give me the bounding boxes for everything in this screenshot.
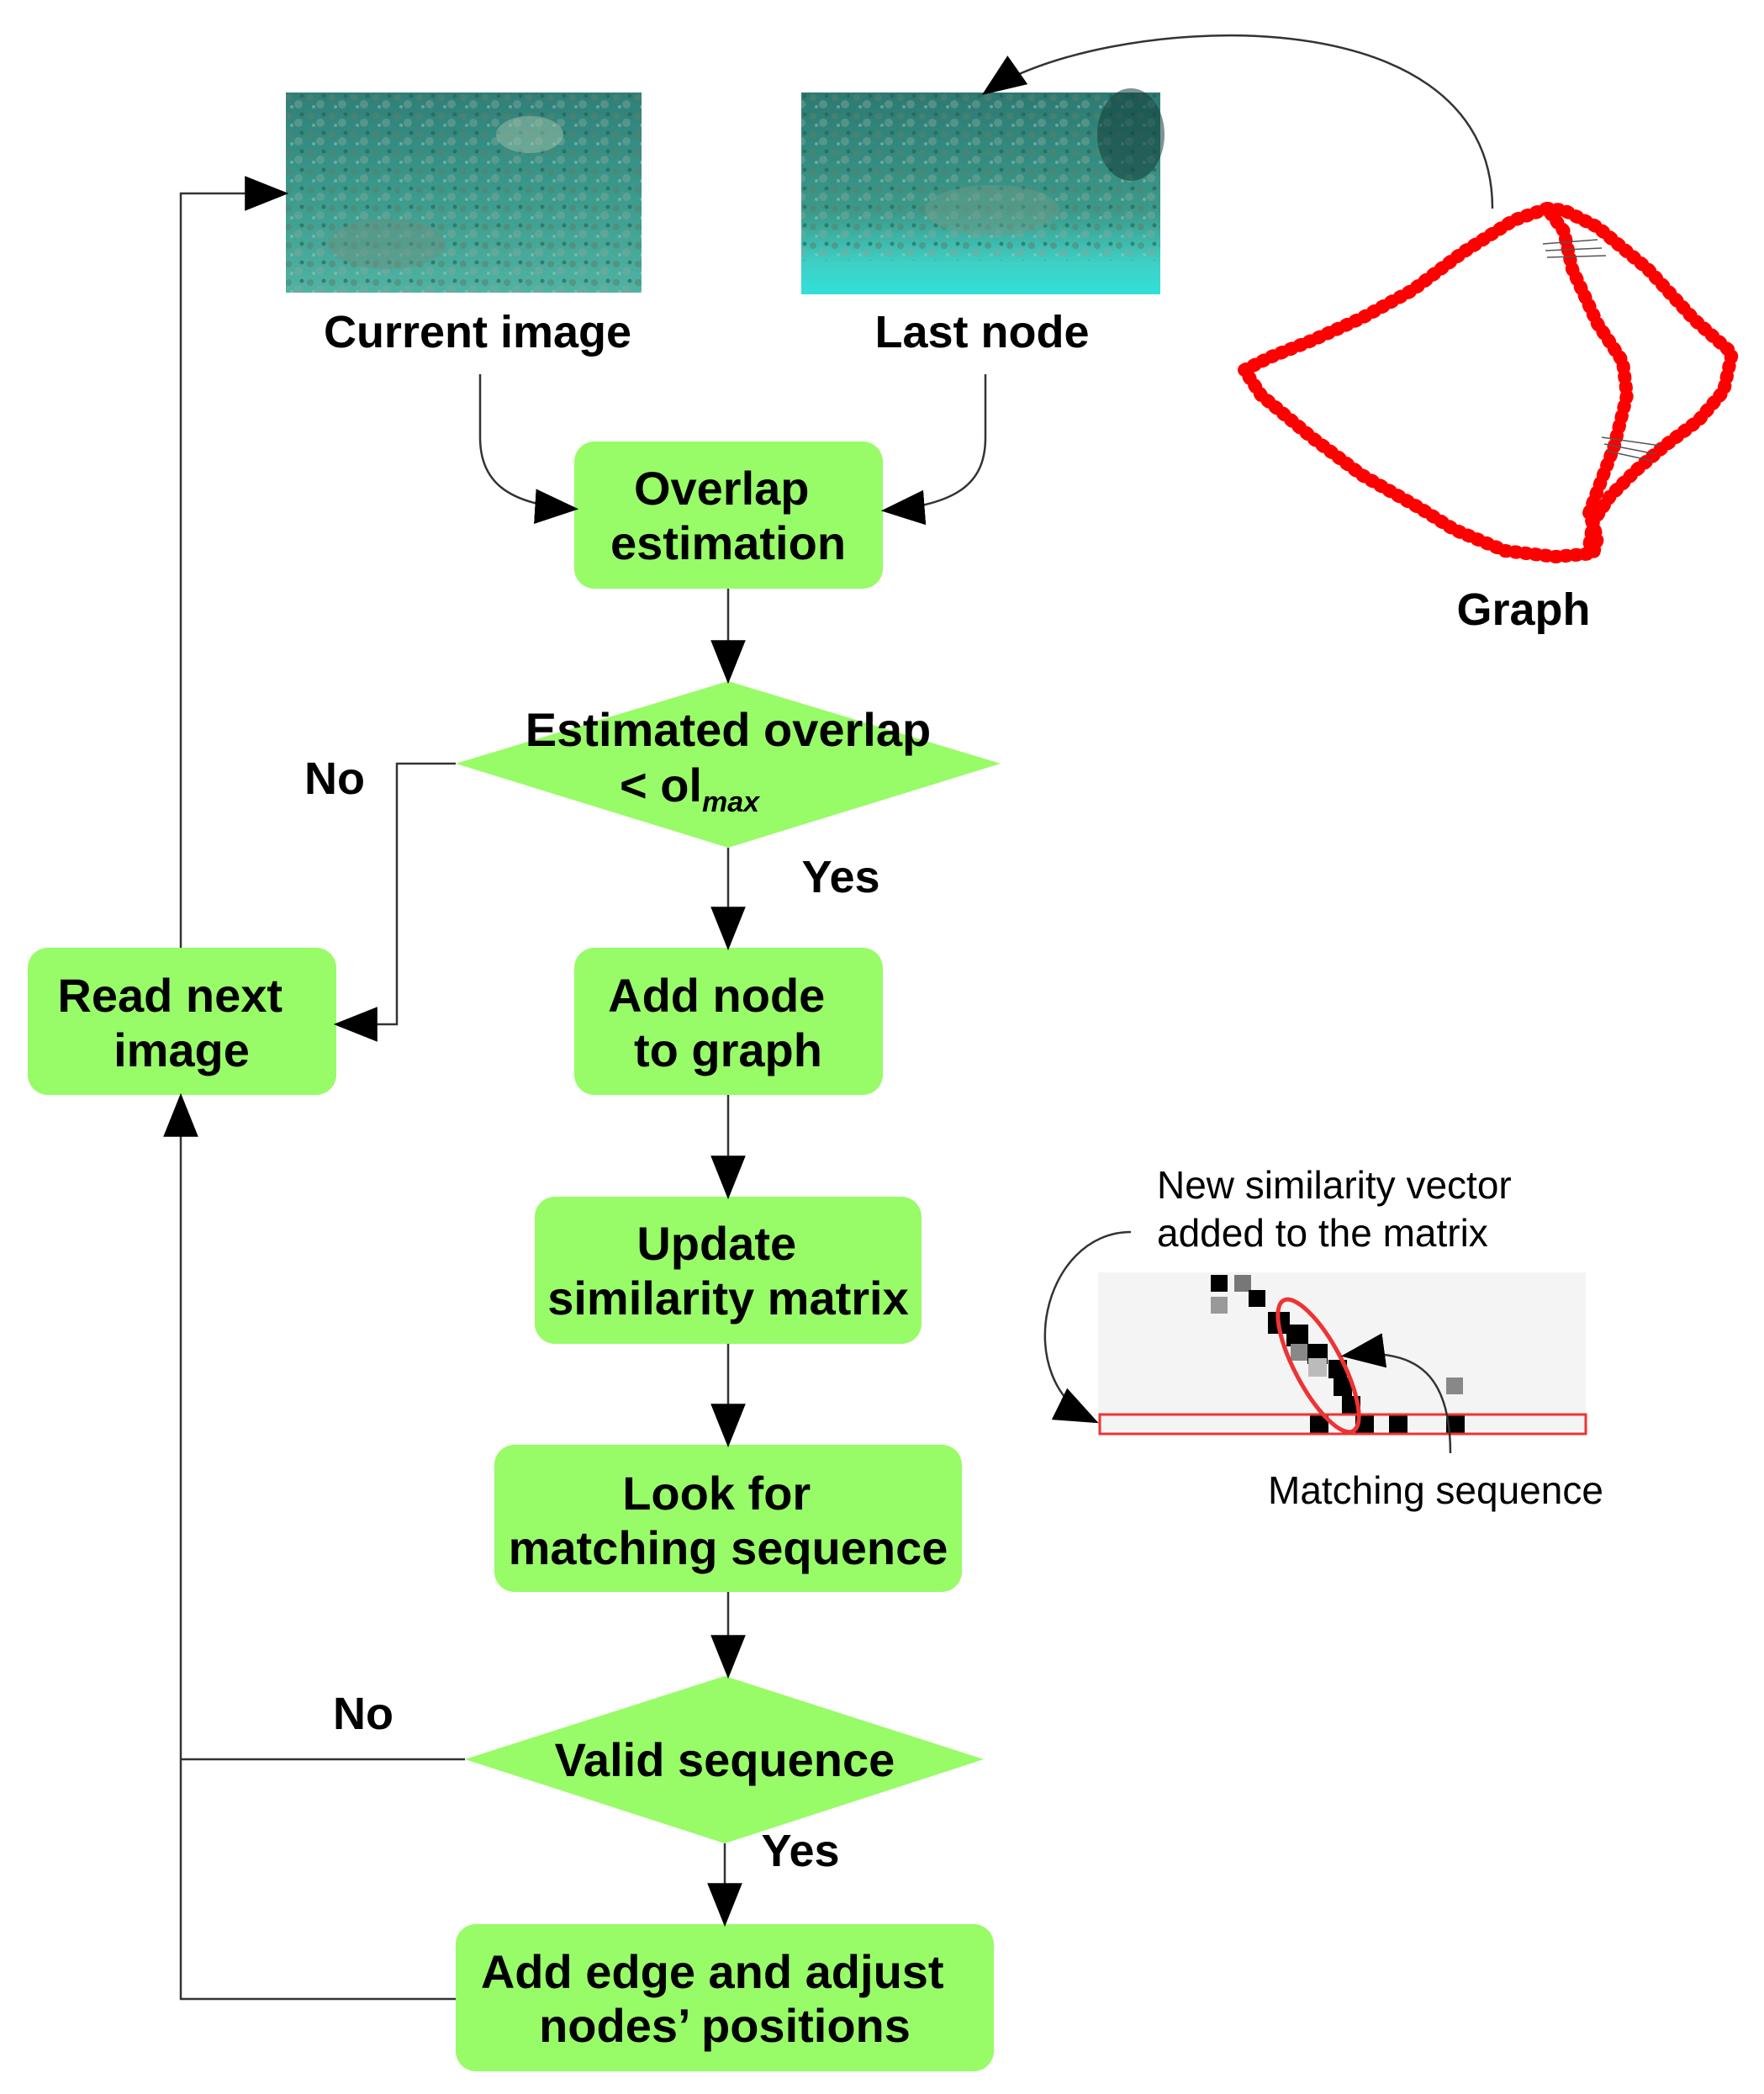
overlap-decision-diamond xyxy=(456,681,1001,848)
graph-label: Graph xyxy=(1456,584,1590,635)
update-matrix-line1: Update xyxy=(636,1217,796,1270)
add-edge-line1: Add edge and adjust xyxy=(481,1945,944,1998)
current-image-label: Current image xyxy=(324,307,631,357)
add-edge-box xyxy=(456,1924,994,2071)
svg-text:Update similarity matrix: Update similarity matrix xyxy=(547,1217,909,1325)
overlap-decision-line1: Estimated overlap xyxy=(526,703,931,756)
valid-no-label: No xyxy=(333,1689,393,1739)
graph-edges xyxy=(1542,239,1661,462)
new-vector-line2: added to the matrix xyxy=(1157,1211,1488,1255)
update-matrix-box xyxy=(535,1197,922,1344)
graph-inner-path xyxy=(1540,202,1740,553)
add-node-line1: Add node xyxy=(608,969,825,1022)
read-next-image-box xyxy=(28,948,336,1095)
overlap-estimation-box xyxy=(574,442,883,589)
overlap-decision-line2: < olmax xyxy=(620,759,761,818)
matching-sequence-pointer xyxy=(1340,1333,1452,1454)
read-next-to-current-arrow xyxy=(179,176,289,948)
look-for-line1: Look for xyxy=(622,1467,811,1520)
current-image-to-overlap-arrow xyxy=(478,374,579,524)
add-edge-line2: nodes’ positions xyxy=(539,1999,911,2052)
overlap-estimation-line1: Overlap xyxy=(634,462,810,515)
valid-yes-label: Yes xyxy=(761,1826,839,1876)
overlap-no-label: No xyxy=(304,754,365,804)
read-next-line2: image xyxy=(114,1023,250,1076)
svg-text:Read next image: Read next image xyxy=(57,969,295,1076)
last-node-image xyxy=(801,88,1165,294)
add-node-line2: to graph xyxy=(634,1023,822,1076)
svg-text:Add edge and adjust nodes’: Add edge and adjust nodes’ positions xyxy=(481,1945,957,2052)
overlap-threshold-symbol: < ol xyxy=(620,759,702,812)
overlap-estimation-line2: estimation xyxy=(610,516,846,569)
look-for-line2: matching sequence xyxy=(509,1521,948,1574)
new-vector-line1: New similarity vector xyxy=(1157,1163,1512,1207)
current-image xyxy=(286,93,642,293)
overlap-threshold-subscript: max xyxy=(702,786,761,818)
svg-text:Overlap estimation: Overlap estimation xyxy=(610,462,846,569)
svg-text:Look for matching sequence: Look for matching sequence xyxy=(509,1467,948,1574)
graph-to-last-node-arrow xyxy=(981,34,1494,209)
add-edge-return-arrow xyxy=(163,1092,456,2001)
add-node-box xyxy=(574,948,883,1095)
update-matrix-line2: similarity matrix xyxy=(547,1272,909,1325)
decision-no-arrow xyxy=(333,762,456,1042)
valid-sequence-label: Valid sequence xyxy=(555,1733,895,1786)
new-vector-highlight xyxy=(1098,1413,1587,1436)
similarity-matrix-inset xyxy=(1043,1230,1587,1454)
last-node-to-overlap-arrow xyxy=(880,374,987,526)
new-vector-pointer xyxy=(1043,1230,1132,1424)
read-next-line1: Read next xyxy=(57,969,283,1022)
look-for-box xyxy=(494,1445,962,1592)
matching-sequence-annotation: Matching sequence xyxy=(1268,1468,1603,1512)
svg-text:Add node to graph: Add node to graph xyxy=(608,969,838,1076)
matching-sequence-ellipse xyxy=(1275,1297,1361,1435)
graph-trajectory xyxy=(1234,202,1740,564)
new-vector-annotation: New similarity vector added to the matri… xyxy=(1157,1163,1523,1255)
graph-outer-path xyxy=(1234,202,1635,564)
last-node-label: Last node xyxy=(874,307,1089,357)
overlap-yes-label: Yes xyxy=(801,852,879,902)
valid-sequence-diamond xyxy=(465,1676,984,1843)
